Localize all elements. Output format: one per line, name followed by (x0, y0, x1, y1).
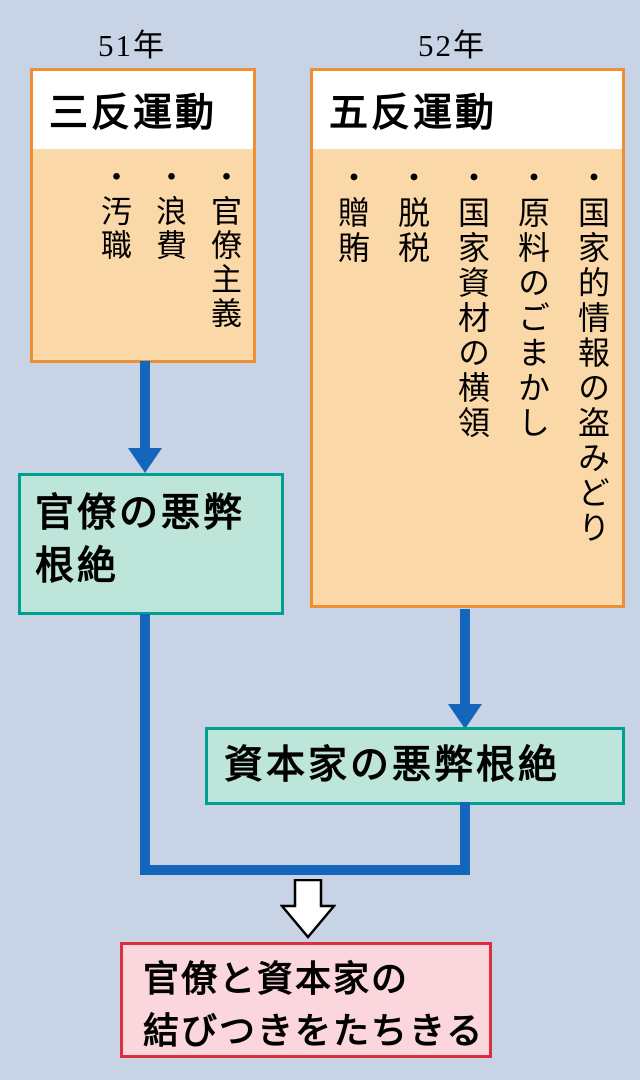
campaign-box-sanhan: 三反運動 ・官僚主義 ・浪費 ・汚職 (30, 68, 256, 363)
blue-down-arrow-left-shaft (140, 361, 150, 449)
conclusion-box: 官僚と資本家の 結びつきをたちきる (120, 942, 492, 1058)
campaign-items-sanhan: ・官僚主義 ・浪費 ・汚職 (33, 149, 253, 360)
campaign-item: ・官僚主義 (206, 161, 241, 331)
connector-line-left (140, 614, 150, 875)
campaign-items-gohan: ・国家的情報の盗みどり ・原料のごまかし ・国家資材の横領 ・脱税 ・贈賄 (313, 149, 622, 605)
campaign-box-gohan: 五反運動 ・国家的情報の盗みどり ・原料のごまかし ・国家資材の横領 ・脱税 ・… (310, 68, 625, 608)
result-line: 根絶 (35, 544, 120, 588)
connector-line-horizontal (140, 865, 470, 875)
result-box-bureaucrats: 官僚の悪弊 根絶 (18, 473, 284, 615)
campaign-title-sanhan: 三反運動 (33, 71, 253, 149)
campaign-item: ・贈賄 (334, 161, 370, 266)
campaign-item: ・浪費 (151, 161, 186, 263)
year-label-right: 52年 (418, 28, 486, 63)
result-box-capitalists: 資本家の悪弊根絶 (205, 727, 625, 805)
campaign-item: ・汚職 (96, 161, 131, 263)
result-line: 官僚の悪弊 (35, 492, 246, 535)
blue-down-arrow-right-icon (448, 704, 482, 729)
campaign-title-gohan: 五反運動 (313, 71, 622, 149)
blue-down-arrow-left-icon (128, 448, 162, 473)
result-label: 資本家の悪弊根絶 (224, 743, 561, 787)
campaign-item: ・脱税 (394, 161, 430, 266)
blue-down-arrow-right-shaft (460, 609, 470, 705)
conclusion-line: 結びつきをたちきる (143, 1011, 485, 1052)
connector-line-right (460, 802, 470, 875)
campaign-item: ・国家的情報の盗みどり (574, 161, 610, 546)
merge-down-arrow-icon (280, 879, 336, 939)
campaign-item: ・国家資材の横領 (454, 161, 490, 441)
year-label-left: 51年 (98, 28, 166, 63)
conclusion-line: 官僚と資本家の (143, 959, 410, 999)
campaign-item: ・原料のごまかし (514, 161, 550, 441)
